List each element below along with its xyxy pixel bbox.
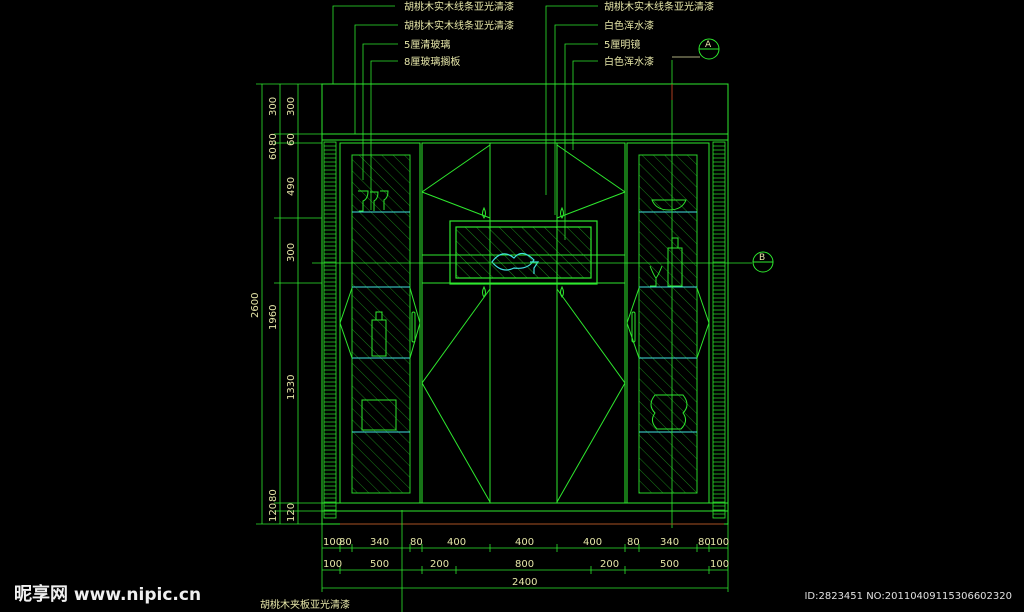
dim-total: 2400 [512, 577, 537, 588]
dim-v-300b: 300 [286, 243, 297, 262]
label-right-2: 5厘明镜 [604, 38, 640, 51]
horizontal-dimension-text-mid: 100 500 200 800 200 500 100 [323, 559, 729, 570]
vertical-dimension-text: 2600 300 80 60 490 300 1960 1330 120 80 … [250, 97, 297, 522]
dim-m-1: 500 [370, 559, 389, 570]
dim-v-490: 490 [286, 177, 297, 196]
label-bottom: 胡桃木夹板亚光清漆 [260, 598, 350, 611]
red-hairlines [340, 84, 724, 525]
dim-v-120: 120 [268, 503, 279, 522]
reference-bubble-a: A [698, 38, 720, 60]
ref-b-text: B [759, 253, 765, 263]
dim-m-2: 200 [430, 559, 449, 570]
label-right-3: 白色浑水漆 [604, 55, 654, 68]
dim-m-6: 100 [710, 559, 729, 570]
dim-h-5: 400 [515, 537, 534, 548]
right-display-cabinet [626, 142, 710, 504]
label-right-0: 胡桃木实木线条亚光清漆 [604, 0, 714, 13]
center-doors [421, 142, 626, 504]
door-knobs [411, 206, 636, 343]
dim-h-6: 400 [583, 537, 602, 548]
decor-objects [358, 190, 688, 431]
dim-h-7: 80 [627, 537, 640, 548]
dim-v-300: 300 [268, 97, 279, 116]
watermark: 昵享网 www.nipic.cn [14, 580, 201, 606]
dim-v-total: 2600 [250, 293, 261, 318]
dim-h-10: 100 [710, 537, 729, 548]
mirror-panel [449, 220, 598, 285]
dim-h-9: 80 [698, 537, 711, 548]
label-right-1: 白色浑水漆 [604, 19, 654, 32]
reference-bubble-b: B [752, 251, 774, 273]
leader-lines [332, 5, 598, 612]
dim-m-5: 500 [660, 559, 679, 570]
horizontal-dimension-lines [321, 524, 729, 592]
watermark-url: www.nipic.cn [73, 585, 202, 605]
right-pilaster [712, 141, 726, 519]
dim-h-3: 80 [410, 537, 423, 548]
left-pilaster [323, 141, 337, 519]
dim-v-1330: 1330 [286, 375, 297, 400]
dim-h-2: 340 [370, 537, 389, 548]
vertical-dimension-lines [256, 83, 322, 525]
label-left-2: 5厘清玻璃 [404, 38, 450, 51]
image-id: ID:2823451 NO:20110409115306602320 [804, 591, 1012, 602]
material-labels-left: 胡桃木实木线条亚光清漆 胡桃木实木线条亚光清漆 5厘清玻璃 8厘玻璃搁板 [404, 0, 514, 68]
section-lines [312, 56, 752, 528]
dim-h-1: 80 [339, 537, 352, 548]
dim-v-80: 80 [268, 133, 279, 146]
dim-m-3: 800 [515, 559, 534, 570]
label-left-1: 胡桃木实木线条亚光清漆 [404, 19, 514, 32]
dim-v-60: 60 [268, 147, 279, 160]
dim-h-4: 400 [447, 537, 466, 548]
dim-h-8: 340 [660, 537, 679, 548]
dim-e-300: 300 [286, 97, 297, 116]
dim-e-120: 120 [286, 503, 297, 522]
dim-e-60: 60 [286, 133, 297, 146]
label-left-0: 胡桃木实木线条亚光清漆 [404, 0, 514, 13]
watermark-logo: 昵享网 [14, 584, 68, 605]
dim-v-80b: 80 [268, 489, 279, 502]
left-display-cabinet [339, 142, 421, 504]
material-labels-right: 胡桃木实木线条亚光清漆 白色浑水漆 5厘明镜 白色浑水漆 [604, 0, 714, 68]
dim-m-0: 100 [323, 559, 342, 570]
ref-a-text: A [705, 40, 712, 50]
dim-h-0: 100 [323, 537, 342, 548]
dim-v-1960: 1960 [268, 305, 279, 330]
dim-m-4: 200 [600, 559, 619, 570]
horizontal-dimension-text-top: 100 80 340 80 400 400 400 80 340 80 100 [323, 537, 729, 548]
label-left-3: 8厘玻璃搁板 [404, 55, 460, 68]
